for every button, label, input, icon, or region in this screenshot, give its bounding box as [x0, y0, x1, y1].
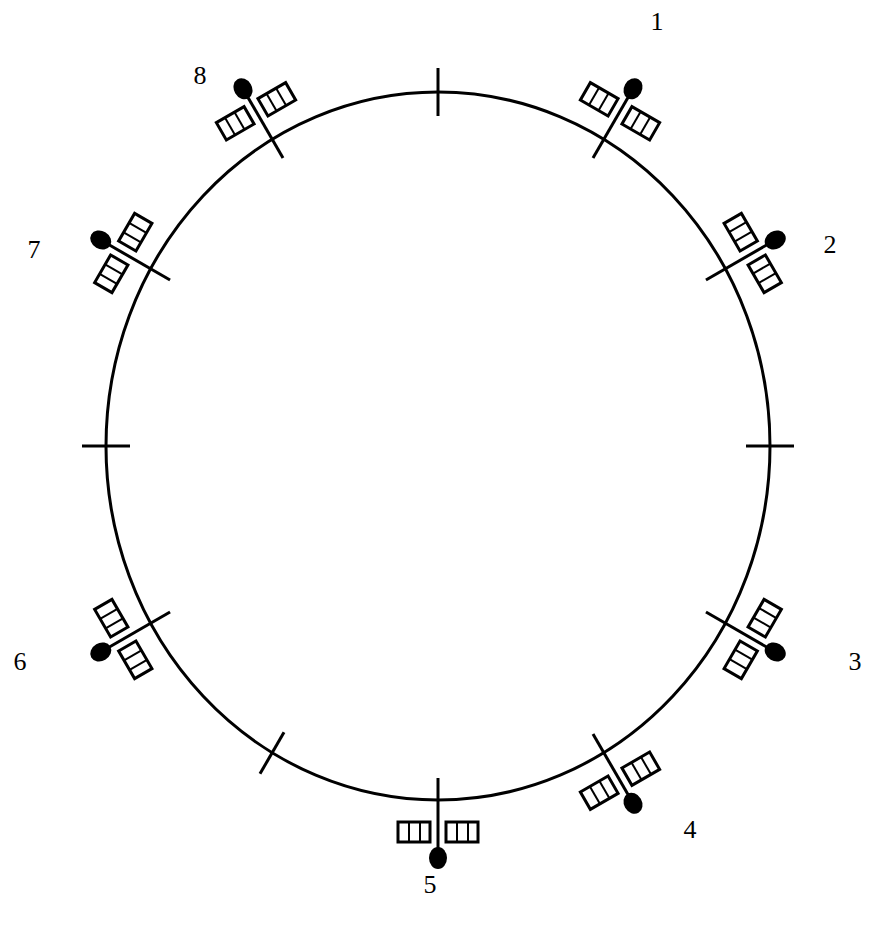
tick-mark — [746, 446, 794, 447]
orbit-circle — [106, 92, 770, 800]
callout-number: 7 — [28, 237, 41, 263]
satellite-symbol — [558, 59, 673, 178]
callout-number: 6 — [14, 649, 27, 675]
satellite-symbol — [686, 200, 805, 315]
callout-number: 5 — [424, 872, 437, 898]
tick-mark — [438, 68, 439, 116]
satellite-symbol — [71, 577, 190, 692]
callout-number: 4 — [684, 817, 697, 843]
tick-mark — [260, 732, 284, 774]
callout-number: 8 — [194, 63, 207, 89]
callout-number: 3 — [849, 649, 862, 675]
satellite-symbol — [398, 778, 478, 869]
tick-mark — [82, 446, 130, 447]
callout-number: 2 — [824, 232, 837, 258]
satellite-symbol — [686, 577, 805, 692]
satellite-symbol — [71, 200, 190, 315]
satellite-symbol — [558, 714, 673, 833]
callout-number: 1 — [651, 9, 664, 35]
satellite-symbol — [203, 59, 318, 178]
